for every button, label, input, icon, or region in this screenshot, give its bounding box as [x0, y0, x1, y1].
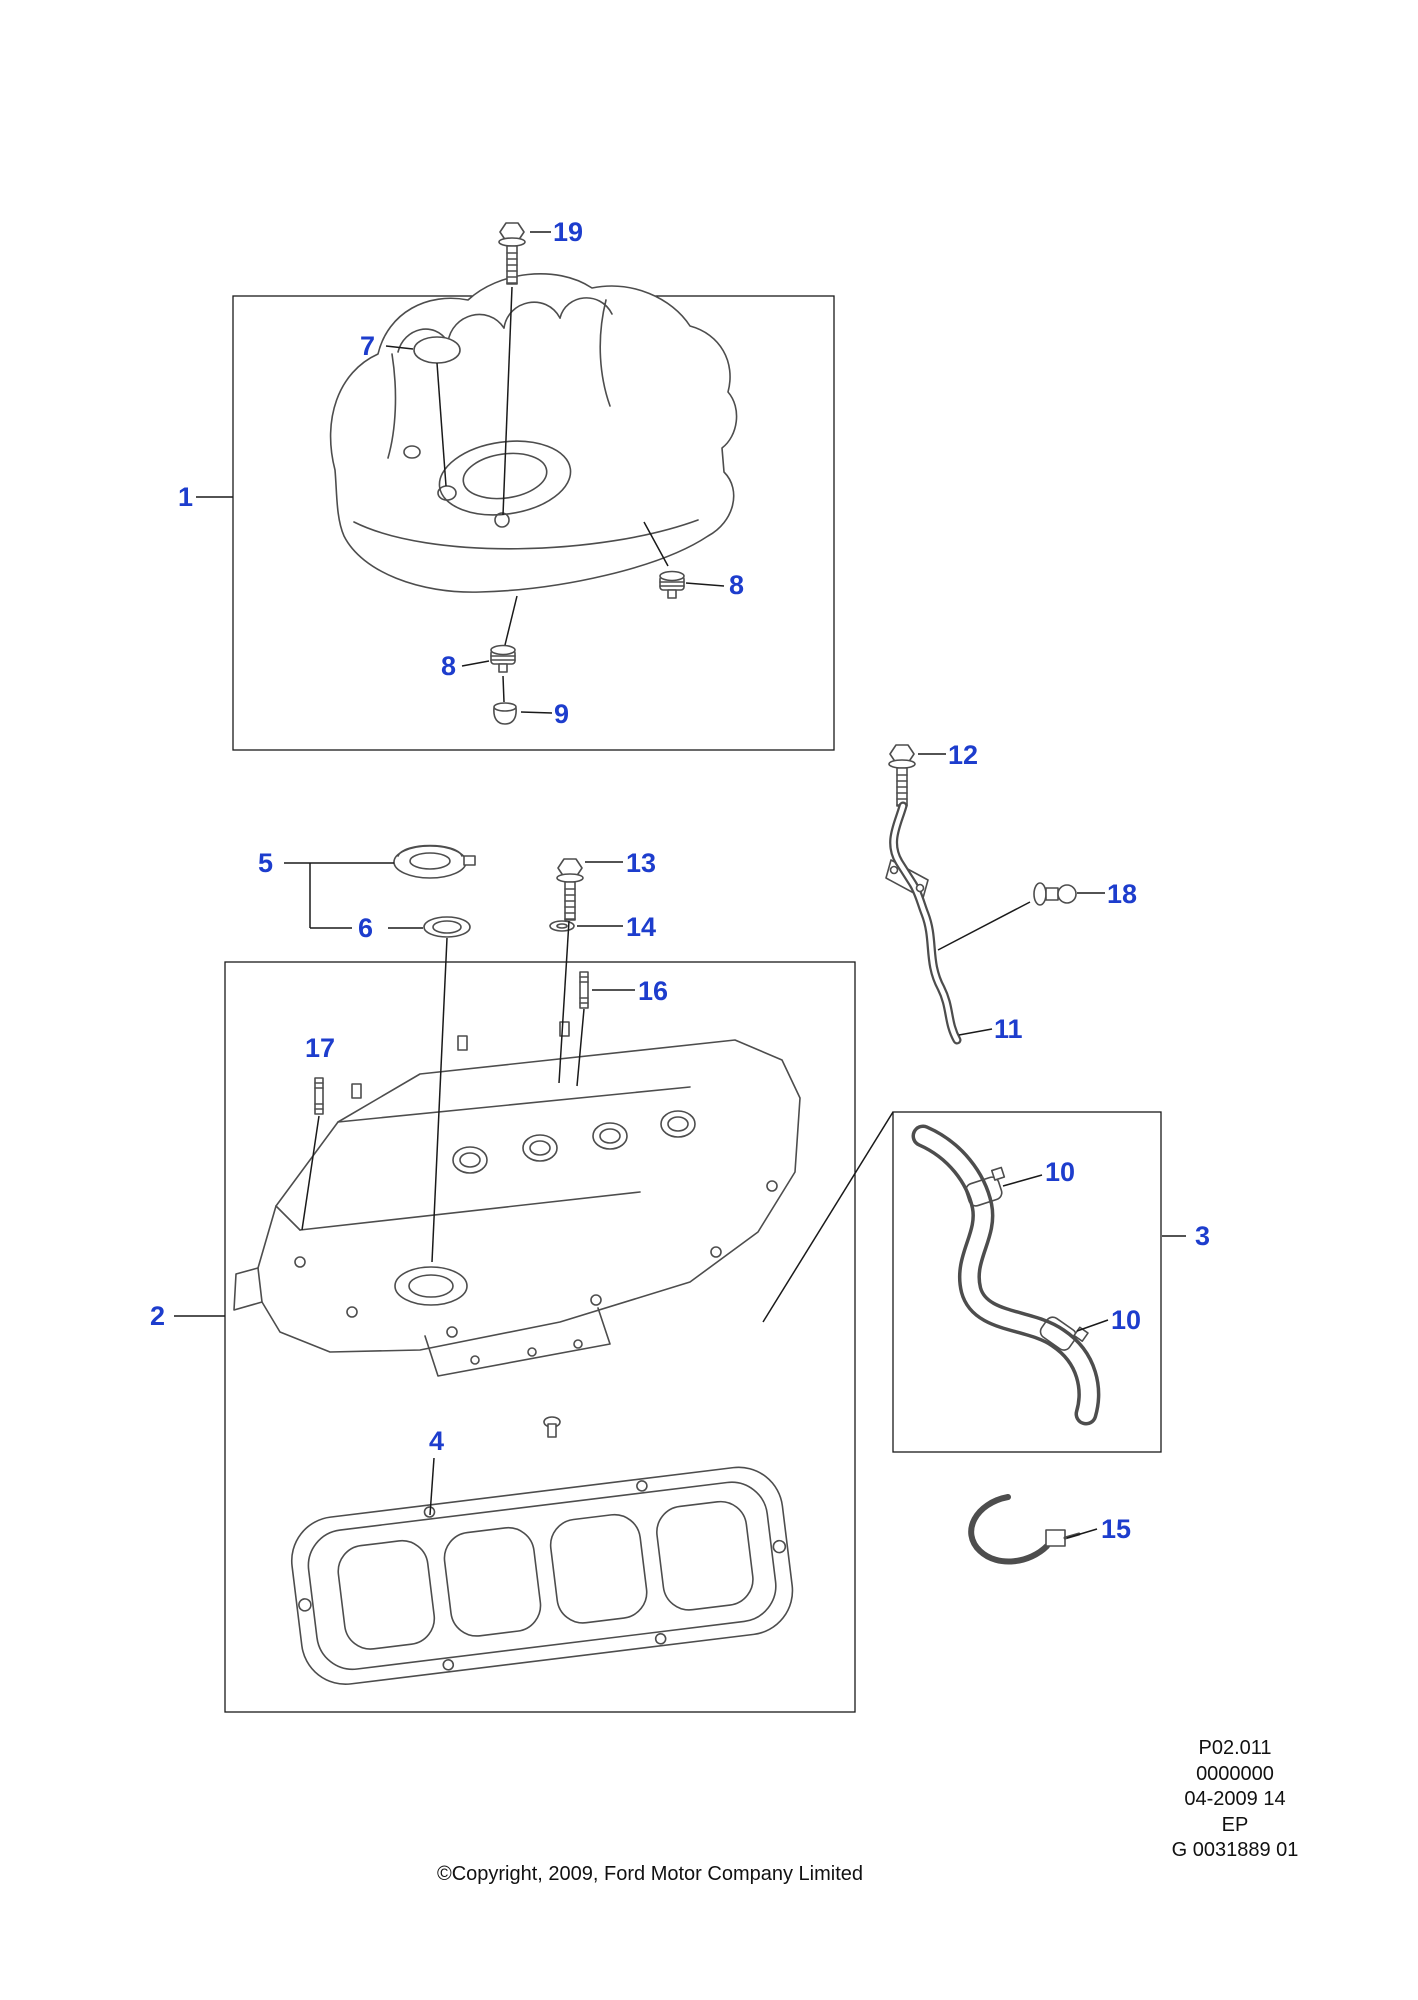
part-retainer-9 — [493, 702, 517, 725]
callout-17[interactable]: 17 — [305, 1033, 336, 1063]
leader-18-to-pipe — [937, 901, 1031, 951]
callout-16[interactable]: 16 — [638, 976, 669, 1006]
callout-10-upper[interactable]: 10 — [1045, 1157, 1076, 1187]
leader-5-axis — [431, 937, 448, 1263]
leader-8-right — [685, 582, 725, 587]
part-mini-bolt — [543, 1416, 561, 1438]
part-seal-6 — [423, 916, 471, 938]
callout-19[interactable]: 19 — [553, 217, 584, 247]
leader-11 — [958, 1028, 993, 1036]
callout-13[interactable]: 13 — [626, 848, 657, 878]
doc-code-line-5: G 0031889 01 — [1171, 1839, 1299, 1861]
leader-10-upper — [1002, 1174, 1043, 1187]
part-stud-16 — [579, 971, 589, 1009]
part-washer-14 — [549, 920, 575, 932]
part-cable-tie-15 — [968, 1494, 1081, 1565]
callout-7[interactable]: 7 — [360, 331, 376, 361]
part-bolt-13 — [556, 858, 584, 921]
part-engine-cover — [329, 272, 738, 593]
document-code-block: P02.011 0000000 04-2009 14 EP G 0031889 … — [1118, 1736, 1352, 1864]
part-stud-17 — [314, 1077, 324, 1115]
doc-code-line-2: 0000000 — [1196, 1762, 1274, 1785]
leader-7 — [385, 345, 414, 350]
doc-code-line-1: P02.011 — [1198, 1737, 1272, 1759]
group-box-2 — [224, 961, 856, 1713]
callout-4[interactable]: 4 — [429, 1426, 445, 1456]
doc-code-line-4: EP — [1221, 1813, 1249, 1836]
group-box-3 — [892, 1111, 1162, 1453]
leader-lines — [174, 231, 1186, 1539]
leader-4 — [429, 1457, 435, 1516]
leader-16-axis — [576, 1008, 585, 1087]
callout-1[interactable]: 1 — [178, 482, 194, 512]
callout-6[interactable]: 6 — [358, 913, 374, 943]
parts-layer — [233, 222, 1101, 1685]
leader-hose-to-cover — [762, 1111, 894, 1323]
callout-8-left[interactable]: 8 — [441, 651, 457, 681]
part-vent-pipe-11 — [885, 801, 962, 1045]
callout-8-right[interactable]: 8 — [729, 570, 745, 600]
callout-11[interactable]: 11 — [994, 1014, 1023, 1044]
leader-8-right-axis — [643, 521, 669, 567]
part-valve-cover — [233, 1021, 801, 1377]
leader-10-lower — [1076, 1319, 1109, 1332]
callout-12[interactable]: 12 — [948, 740, 979, 770]
callout-15[interactable]: 15 — [1101, 1514, 1132, 1544]
part-cover-cap-7 — [413, 336, 461, 364]
part-bolt-12 — [888, 744, 916, 807]
leader-7-axis — [436, 362, 447, 487]
part-clamp-10-upper — [965, 1166, 1006, 1207]
callout-5[interactable]: 5 — [258, 848, 274, 878]
leader-8-left-axis — [504, 595, 518, 646]
callout-14[interactable]: 14 — [626, 912, 657, 942]
leader-17-axis — [301, 1115, 320, 1231]
callout-10-lower[interactable]: 10 — [1111, 1305, 1142, 1335]
part-grommet-8-left — [490, 644, 516, 673]
doc-code-line-3: 04-2009 14 — [1184, 1788, 1286, 1810]
callout-2[interactable]: 2 — [150, 1301, 166, 1331]
leader-8-left — [461, 660, 490, 667]
part-gasket-4 — [290, 1466, 794, 1685]
leader-15 — [1066, 1528, 1098, 1539]
leader-13-axis — [558, 920, 570, 1084]
part-oil-filler-cap-5 — [393, 844, 476, 879]
part-grommet-8-right — [659, 570, 685, 599]
callout-9[interactable]: 9 — [554, 699, 570, 729]
callout-3[interactable]: 3 — [1195, 1221, 1211, 1251]
callout-18[interactable]: 18 — [1107, 879, 1138, 909]
leader-9 — [520, 711, 553, 714]
leader-19-axis — [502, 286, 513, 516]
leader-9-axis — [502, 675, 505, 703]
part-valve-18 — [1033, 882, 1077, 906]
copyright-text: ©Copyright, 2009, Ford Motor Company Lim… — [436, 1863, 864, 1885]
